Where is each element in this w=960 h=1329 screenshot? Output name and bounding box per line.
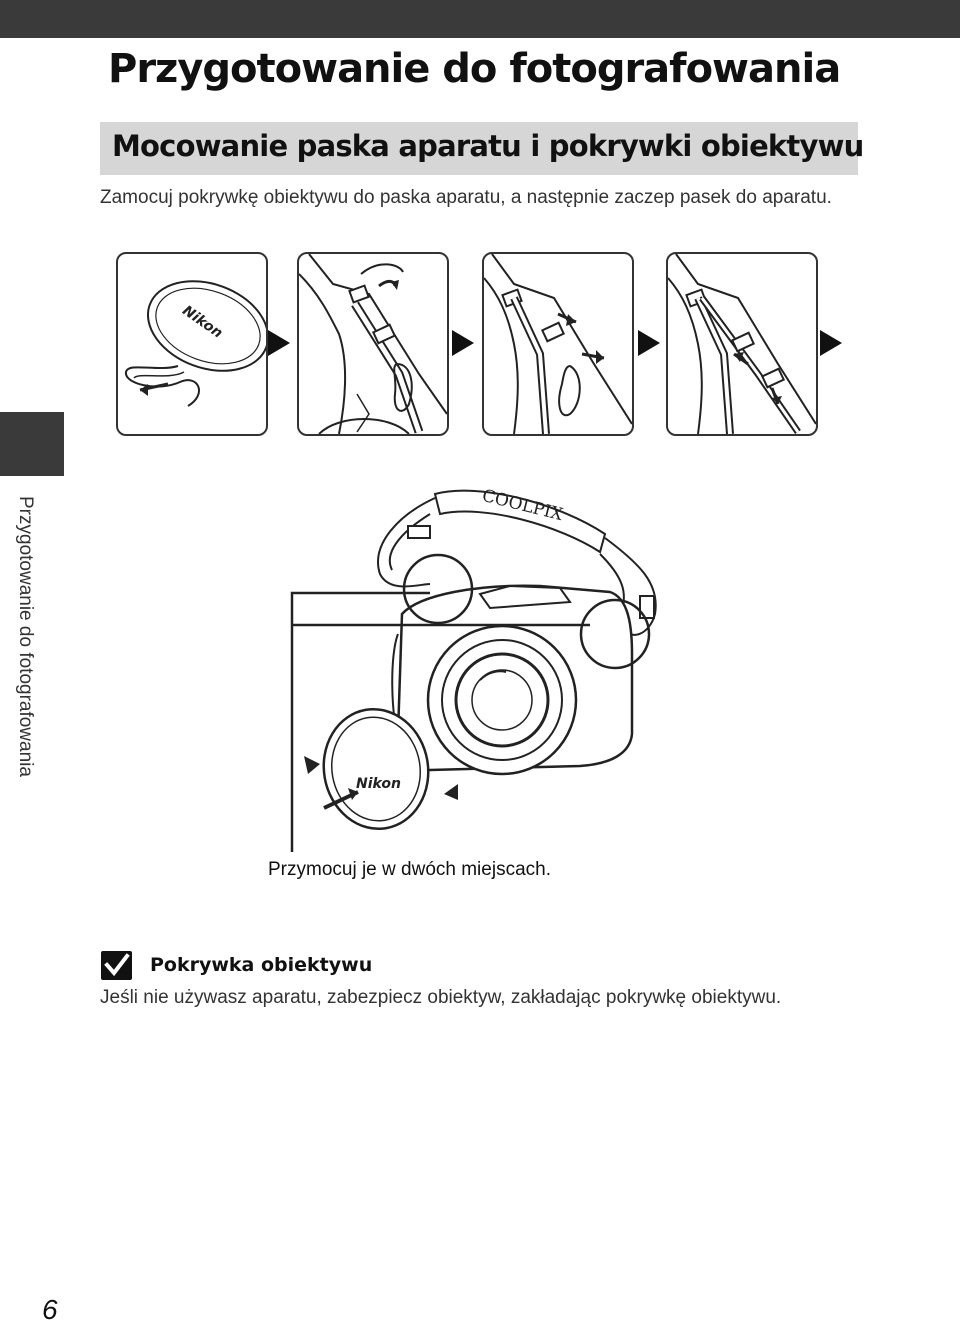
note-text: Jeśli nie używasz aparatu, zabezpiecz ob… [100,987,782,1008]
section-title: Mocowanie paska aparatu i pokrywki obiek… [112,129,864,163]
next-step-arrow-icon [450,326,476,360]
nikon-cap-logo: Nikon [356,776,401,792]
side-tab-label: Przygotowanie do fotografowania [15,496,36,777]
lens-cap-loop-drawing: Nikon [125,280,266,407]
side-tab-marker [0,412,64,476]
step-4-illustration [666,252,818,436]
next-step-arrow-icon [266,326,292,360]
intro-paragraph: Zamocuj pokrywkę obiektywu do paska apar… [100,187,832,208]
section-heading-bar [100,122,858,175]
camera-strap-illustration: COOLPIX Nikon Nikon [280,474,710,874]
next-step-arrow-icon [636,326,662,360]
step-2-illustration [297,252,449,436]
page-number: 6 [42,1294,58,1325]
page-title: Przygotowanie do fotografowania [108,46,841,92]
illustration-caption: Przymocuj je w dwóch miejscach. [268,859,551,880]
checkmark-icon [101,951,132,980]
step-3-illustration [482,252,634,436]
note-title: Pokrywka obiektywu [150,954,373,976]
top-bar [0,0,960,38]
next-step-arrow-icon [818,326,844,360]
step-1-illustration: Nikon [116,252,268,436]
